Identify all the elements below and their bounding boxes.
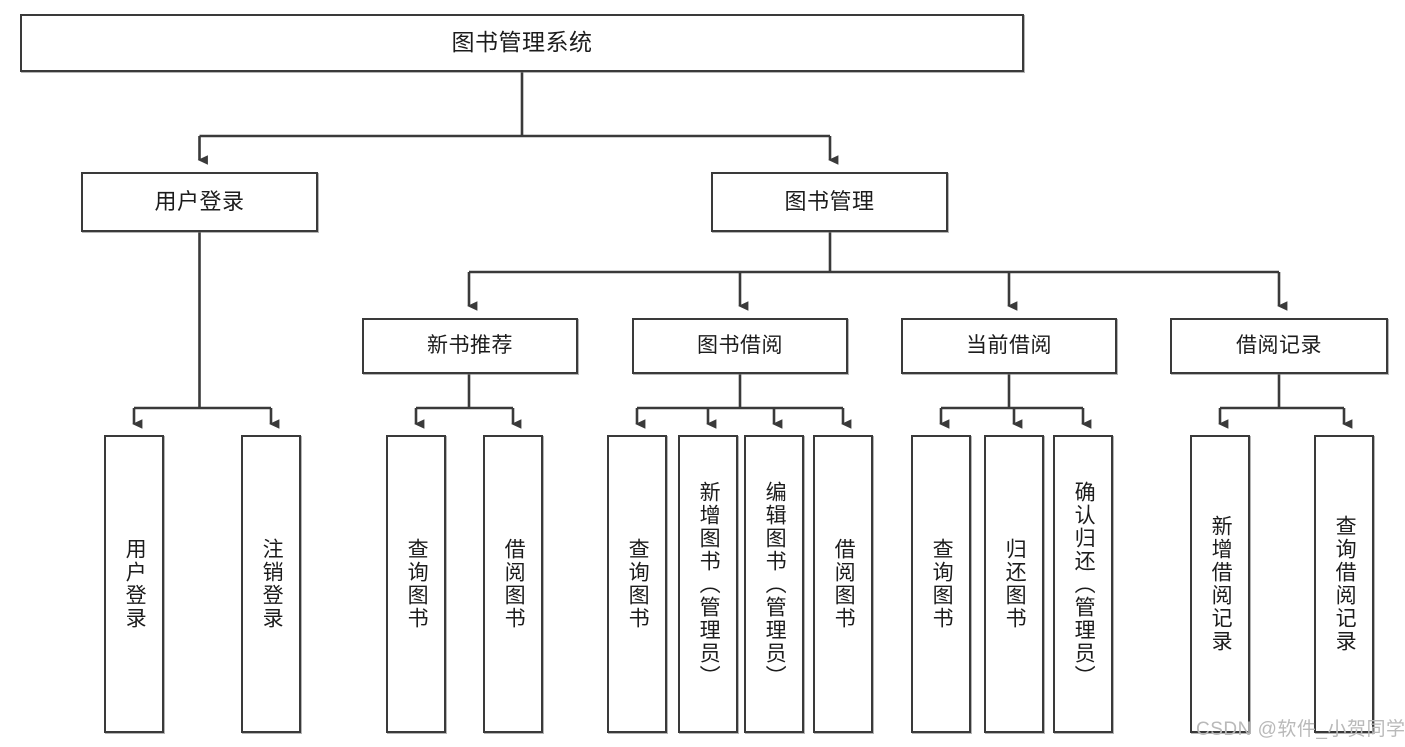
- node-user-login-label: 用户登录: [154, 188, 245, 214]
- leaf-add-book-admin[interactable]: 新增图书（管理员）: [678, 435, 738, 733]
- leaf-query-book-current[interactable]: 查询图书: [911, 435, 971, 733]
- leaf-return-book[interactable]: 归还图书: [984, 435, 1044, 733]
- leaf-query-book-recommend[interactable]: 查询图书: [386, 435, 446, 733]
- leaf-return-book-label: 归还图书: [1003, 538, 1027, 630]
- leaf-confirm-return-admin[interactable]: 确认归还（管理员）: [1053, 435, 1113, 733]
- leaf-user-login[interactable]: 用户登录: [104, 435, 164, 733]
- node-book-borrow-label: 图书借阅: [697, 334, 783, 358]
- leaf-query-book-borrow-label: 查询图书: [626, 538, 650, 630]
- leaf-query-borrow-record-label: 查询借阅记录: [1333, 515, 1357, 653]
- node-new-book-recommend[interactable]: 新书推荐: [362, 318, 578, 374]
- leaf-add-borrow-record[interactable]: 新增借阅记录: [1190, 435, 1250, 733]
- leaf-query-book-recommend-label: 查询图书: [405, 538, 429, 630]
- leaf-borrow-book[interactable]: 借阅图书: [813, 435, 873, 733]
- leaf-edit-book-admin-label: 编辑图书（管理员）: [763, 480, 787, 688]
- leaf-confirm-return-admin-label: 确认归还（管理员）: [1072, 480, 1096, 688]
- node-root[interactable]: 图书管理系统: [20, 14, 1024, 72]
- leaf-borrow-book-recommend[interactable]: 借阅图书: [483, 435, 543, 733]
- node-root-label: 图书管理系统: [451, 29, 593, 56]
- node-book-management[interactable]: 图书管理: [711, 172, 948, 232]
- node-current-borrow[interactable]: 当前借阅: [901, 318, 1117, 374]
- node-book-management-label: 图书管理: [784, 188, 875, 214]
- leaf-logout-label: 注销登录: [260, 538, 284, 630]
- leaf-edit-book-admin[interactable]: 编辑图书（管理员）: [744, 435, 804, 733]
- leaf-query-borrow-record[interactable]: 查询借阅记录: [1314, 435, 1374, 733]
- leaf-borrow-book-recommend-label: 借阅图书: [502, 538, 526, 630]
- leaf-query-book-borrow[interactable]: 查询图书: [607, 435, 667, 733]
- leaf-user-login-label: 用户登录: [123, 538, 147, 630]
- leaf-logout[interactable]: 注销登录: [241, 435, 301, 733]
- leaf-add-borrow-record-label: 新增借阅记录: [1209, 515, 1233, 653]
- node-user-login[interactable]: 用户登录: [81, 172, 318, 232]
- leaf-add-book-admin-label: 新增图书（管理员）: [697, 480, 721, 688]
- leaf-query-book-current-label: 查询图书: [930, 538, 954, 630]
- node-new-book-recommend-label: 新书推荐: [427, 334, 513, 358]
- watermark-text: CSDN @软件_小贺同学: [1196, 719, 1405, 740]
- node-book-borrow[interactable]: 图书借阅: [632, 318, 848, 374]
- node-borrow-record[interactable]: 借阅记录: [1170, 318, 1388, 374]
- leaf-borrow-book-label: 借阅图书: [832, 538, 856, 630]
- node-current-borrow-label: 当前借阅: [966, 334, 1052, 358]
- node-borrow-record-label: 借阅记录: [1236, 334, 1322, 358]
